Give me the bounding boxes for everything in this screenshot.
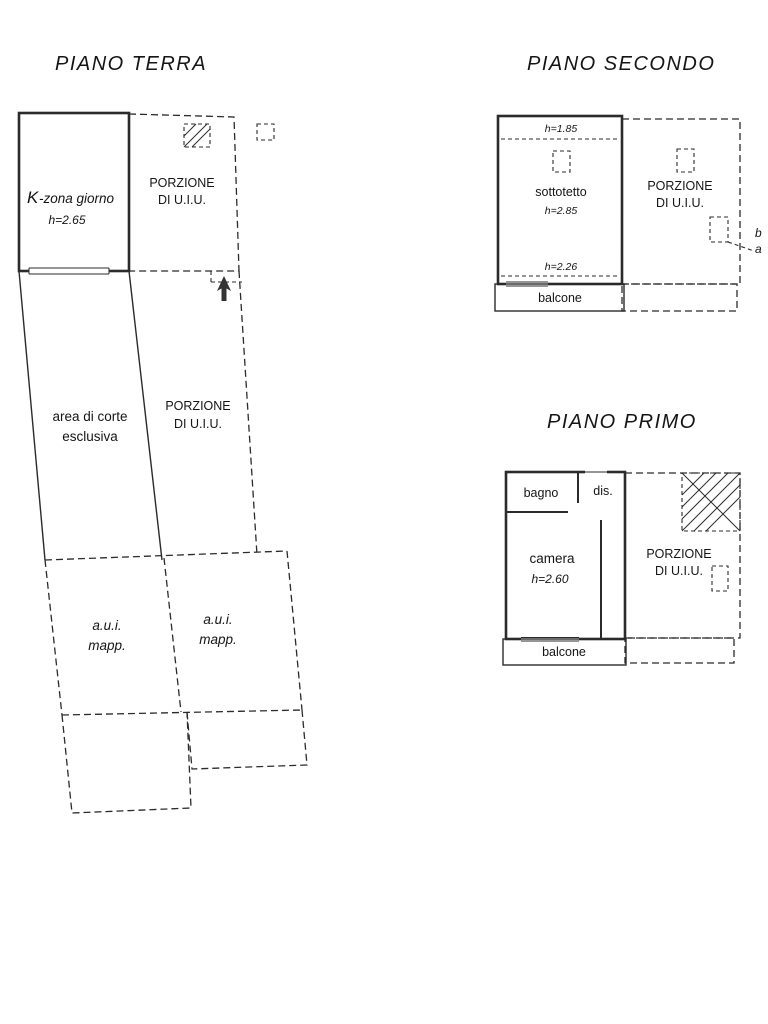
secondo-linework [494,114,755,312]
terra-porzione-mid-label-2: DI U.I.U. [174,417,222,431]
piano-secondo-plan: PIANO SECONDO h=1.85 sottotetto h=2.85 h… [494,53,762,312]
terra-zona-giorno-k-label: K [27,188,39,207]
primo-camera-height-label: h=2.60 [531,572,568,586]
piano-terra-title: PIANO TERRA [55,53,207,75]
primo-camera-label: camera [529,551,575,566]
terra-courtyard-linework [18,270,308,814]
terra-zona-giorno-height-label: h=2.65 [48,213,85,227]
staircase-symbol [681,472,741,532]
piano-primo-title: PIANO PRIMO [547,411,697,433]
piano-primo-plan: PIANO PRIMO [502,411,741,666]
terra-hatch-feature [183,123,211,148]
secondo-edge-label-1: b [755,226,762,240]
piano-secondo-title: PIANO SECONDO [527,53,715,75]
terra-corte-label-1: area di corte [52,409,127,424]
piano-terra-plan: PIANO TERRA [17,53,308,814]
primo-porzione-label-2: DI U.I.U. [655,564,703,578]
primo-linework [502,469,741,666]
primo-side-fixture [711,565,729,592]
terra-porzione-mid-label-1: PORZIONE [165,399,230,413]
terra-zona-giorno-label: -zona giorno [39,191,115,206]
primo-bagno-label: bagno [524,486,559,500]
secondo-skylight-symbol-2 [676,148,695,173]
terra-small-annex [256,123,275,141]
primo-balcone-label: balcone [542,645,586,659]
secondo-edge-label-2: a [755,242,762,256]
terra-aui-right-label-2: mapp. [199,632,237,647]
entrance-arrow-icon [217,276,231,301]
secondo-balcone-label: balcone [538,291,582,305]
secondo-sottotetto-label: sottotetto [535,185,586,199]
secondo-skylight-symbol [552,150,571,173]
secondo-side-fixture [709,216,729,243]
secondo-h-sottotetto-label: h=2.85 [545,205,578,217]
secondo-porzione-label-2: DI U.I.U. [656,196,704,210]
terra-aui-left-label-1: a.u.i. [92,618,121,633]
secondo-porzione-label-1: PORZIONE [647,179,712,193]
terra-porzione-top-label-2: DI U.I.U. [158,193,206,207]
secondo-h-colmo-label: h=1.85 [545,123,578,135]
terra-aui-right-label-1: a.u.i. [203,612,232,627]
secondo-h-gronda-label: h=2.26 [545,261,578,273]
primo-dis-label: dis. [593,484,612,498]
terra-corte-label-2: esclusiva [62,429,118,444]
terra-aui-left-label-2: mapp. [88,638,126,653]
primo-porzione-label-1: PORZIONE [646,547,711,561]
terra-porzione-top-label-1: PORZIONE [149,176,214,190]
